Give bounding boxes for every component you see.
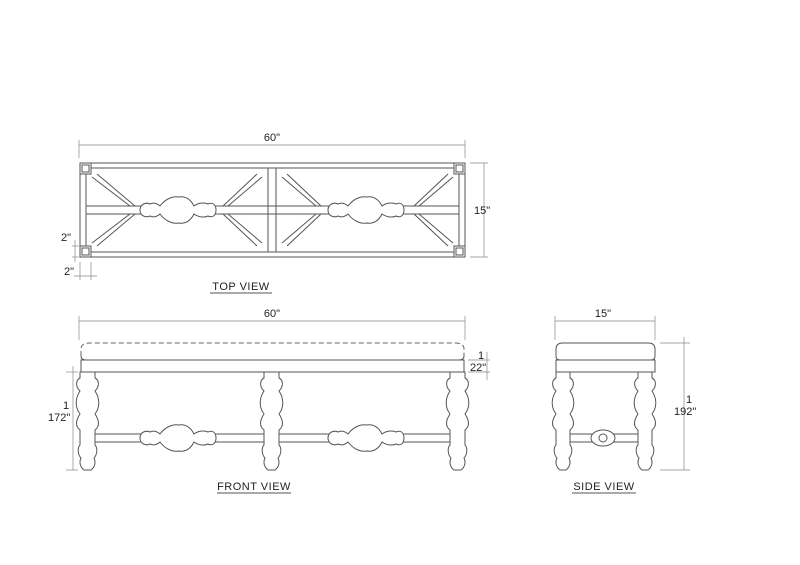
front-leg-center bbox=[259, 371, 284, 471]
front-seat-label-line2: 22" bbox=[470, 362, 486, 374]
side-height-label-line2: 192" bbox=[674, 406, 696, 418]
top-spindle-left bbox=[139, 196, 217, 224]
side-height-dimension: 1 192" bbox=[660, 337, 696, 471]
front-view-title: FRONT VIEW bbox=[217, 481, 291, 493]
side-leg-right bbox=[633, 371, 657, 471]
top-width-label: 60" bbox=[264, 132, 280, 144]
front-stretcher bbox=[95, 424, 450, 452]
side-view: 15" 1 192" SIDE VIEW bbox=[551, 308, 696, 494]
top-depth-dimension: 15" bbox=[470, 162, 490, 258]
front-seat bbox=[80, 342, 465, 373]
top-post-label-b: 2" bbox=[64, 266, 74, 278]
front-seat-dimension: 1 22" bbox=[468, 350, 490, 380]
front-view: 60" 1 bbox=[48, 308, 490, 494]
top-post-label-a: 2" bbox=[61, 232, 71, 244]
top-corner-posts bbox=[79, 162, 466, 258]
top-post-dimensions: 2" 2" bbox=[61, 232, 97, 280]
top-depth-label: 15" bbox=[474, 205, 490, 217]
side-height-label-line1: 1 bbox=[686, 394, 692, 406]
side-leg-left bbox=[551, 371, 575, 471]
front-width-label: 60" bbox=[264, 308, 280, 320]
front-leg-left bbox=[75, 371, 100, 471]
top-view: 60" bbox=[61, 132, 490, 294]
front-height-label-line2: 172" bbox=[48, 412, 70, 424]
side-stretcher bbox=[570, 429, 638, 447]
side-width-dimension: 15" bbox=[554, 308, 656, 340]
front-seat-label-line1: 1 bbox=[478, 350, 484, 362]
top-frame bbox=[79, 162, 466, 258]
top-view-title: TOP VIEW bbox=[212, 281, 270, 293]
front-height-label-line1: 1 bbox=[63, 400, 69, 412]
top-width-dimension: 60" bbox=[78, 132, 466, 158]
front-leg-right bbox=[445, 371, 470, 471]
front-height-dimension: 1 172" bbox=[48, 366, 78, 471]
front-width-dimension: 60" bbox=[78, 308, 466, 340]
top-spindle-right bbox=[327, 196, 405, 224]
side-view-title: SIDE VIEW bbox=[573, 481, 634, 493]
side-seat bbox=[555, 342, 656, 373]
side-width-label: 15" bbox=[595, 308, 611, 320]
